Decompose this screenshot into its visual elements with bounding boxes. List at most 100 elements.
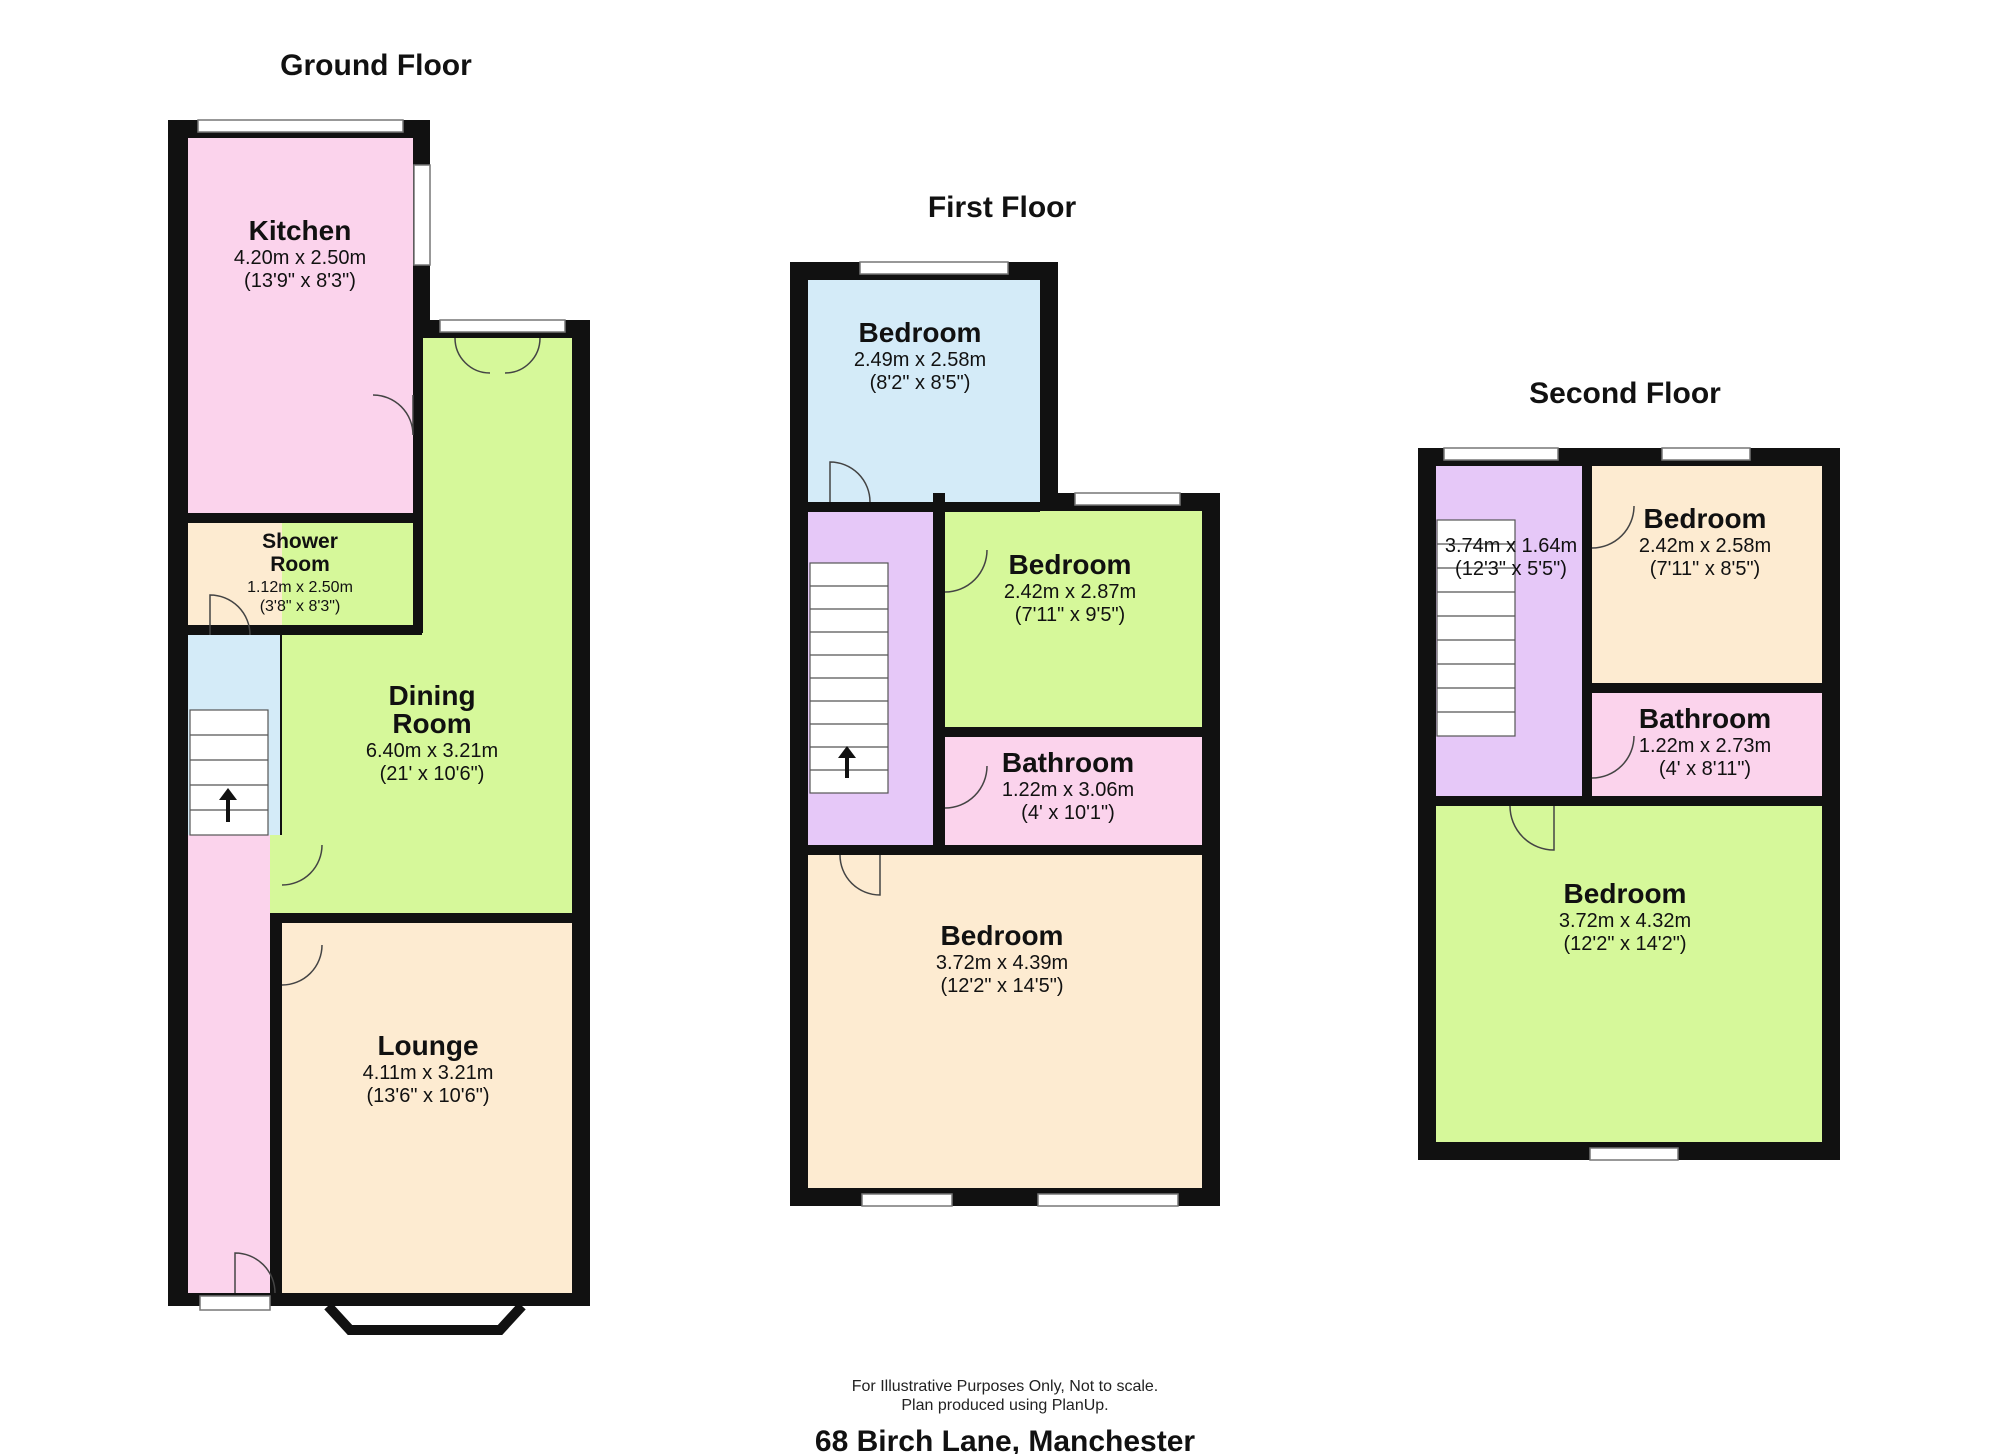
landing-east-wall bbox=[933, 493, 945, 845]
first-floor-title: First Floor bbox=[928, 191, 1077, 224]
kitchen-area bbox=[188, 138, 413, 513]
dining-room-imperial: (21' x 10'6") bbox=[380, 763, 485, 785]
kitchen-shower-wall bbox=[188, 513, 422, 523]
ground-floor: Ground Floor bbox=[168, 49, 590, 1335]
first-bathroom-label: Bathroom bbox=[1002, 747, 1134, 778]
footer-disclaimer-line2: Plan produced using PlanUp. bbox=[901, 1397, 1108, 1414]
bedroom-back-door-swing bbox=[829, 461, 871, 503]
kitchen-side-window bbox=[413, 164, 431, 266]
hallway-area bbox=[188, 835, 270, 1293]
second-bathroom-area bbox=[1592, 693, 1822, 796]
first-bedroom-front-imperial: (12'2" x 14'5") bbox=[940, 975, 1063, 997]
first-bedroom-front-metric: 3.72m x 4.39m bbox=[936, 952, 1068, 974]
lounge-imperial: (13'6" x 10'6") bbox=[366, 1085, 489, 1107]
first-bedroom-mid-imperial: (7'11" x 9'5") bbox=[1015, 604, 1125, 626]
first-bathroom-imperial: (4' x 10'1") bbox=[1021, 802, 1115, 824]
shower-hall-wall bbox=[188, 625, 422, 635]
second-bedroom-back-imperial: (7'11" x 8'5") bbox=[1650, 558, 1760, 580]
second-bedroom-bathroom-wall bbox=[1592, 683, 1822, 693]
front-door-swing bbox=[234, 1252, 276, 1294]
hall-lounge-wall bbox=[270, 923, 282, 1293]
second-landing-bedroom-wall bbox=[1436, 796, 1822, 806]
second-bedroom-back-window bbox=[1661, 447, 1751, 461]
first-bedroom-back-imperial: (8'2" x 8'5") bbox=[870, 372, 971, 394]
first-stairs bbox=[809, 562, 889, 794]
kitchen-door-swing bbox=[372, 394, 414, 436]
second-bedroom-back-door-swing bbox=[1591, 505, 1635, 549]
lounge-area bbox=[282, 923, 572, 1293]
shower-door-swing bbox=[209, 594, 251, 636]
second-bedroom-back-area bbox=[1592, 466, 1822, 683]
bedroom-front-area bbox=[808, 855, 1202, 1188]
second-landing-window bbox=[1443, 447, 1559, 461]
first-bedroom-mid-label: Bedroom bbox=[1009, 549, 1132, 580]
first-bathroom-door-swing bbox=[944, 765, 988, 809]
bedroom-front-window-right bbox=[1037, 1193, 1179, 1207]
first-bathroom-metric: 1.22m x 3.06m bbox=[1002, 779, 1134, 801]
lounge-door-swing bbox=[281, 944, 323, 986]
second-landing-east-wall bbox=[1582, 466, 1592, 806]
second-bathroom-metric: 1.22m x 2.73m bbox=[1639, 735, 1771, 757]
first-stairs-up-arrow-icon bbox=[838, 746, 856, 778]
landing-bedroom-front-wall bbox=[808, 845, 1202, 855]
front-door-frame bbox=[199, 1295, 271, 1311]
second-bedroom-front-window bbox=[1589, 1147, 1679, 1161]
kitchen-imperial: (13'9" x 8'3") bbox=[244, 270, 356, 292]
bedroom-front-door-swing bbox=[839, 854, 881, 896]
bedroom-back-south-wall bbox=[808, 502, 1040, 512]
second-bathroom-label: Bathroom bbox=[1639, 703, 1771, 734]
dining-french-doors bbox=[439, 319, 566, 333]
bedroom-mid-window bbox=[1074, 492, 1181, 506]
dining-extension-area bbox=[422, 338, 572, 513]
second-bedroom-front-door-swing bbox=[1509, 805, 1555, 851]
dining-room-label-line1: Dining bbox=[388, 680, 475, 711]
first-bedroom-mid-metric: 2.42m x 2.87m bbox=[1004, 581, 1136, 603]
second-floor: Second Floor 3.74m x 1.64m (12'3" x 5'5"… bbox=[1418, 377, 1840, 1161]
ground-floor-title: Ground Floor bbox=[280, 49, 472, 82]
lounge-label: Lounge bbox=[377, 1030, 478, 1061]
first-bedroom-back-label: Bedroom bbox=[859, 317, 982, 348]
second-landing-metric: 3.74m x 1.64m bbox=[1445, 535, 1577, 557]
lounge-hall-door-swing bbox=[281, 844, 323, 886]
bedroom-bathroom-wall bbox=[945, 727, 1202, 737]
kitchen-window bbox=[197, 119, 404, 133]
first-bathroom-area bbox=[945, 737, 1202, 845]
dining-room-metric: 6.40m x 3.21m bbox=[366, 740, 498, 762]
second-bathroom-imperial: (4' x 8'11") bbox=[1659, 758, 1751, 780]
second-landing-imperial: (12'3" x 5'5") bbox=[1455, 558, 1567, 580]
second-bedroom-back-metric: 2.42m x 2.58m bbox=[1639, 535, 1771, 557]
second-bedroom-back-label: Bedroom bbox=[1644, 503, 1767, 534]
second-bedroom-front-imperial: (12'2" x 14'2") bbox=[1563, 933, 1686, 955]
kitchen-label: Kitchen bbox=[249, 215, 352, 246]
dining-lounge-wall bbox=[270, 913, 572, 923]
second-stairs bbox=[1436, 519, 1516, 737]
first-floor: First Floor bbox=[790, 191, 1220, 1207]
lounge-bay-window bbox=[324, 1302, 526, 1335]
shower-room-label-line2: Room bbox=[270, 553, 330, 576]
bedroom-mid-door-swing bbox=[944, 549, 988, 593]
dining-french-door-swing bbox=[454, 337, 541, 374]
shower-room-label-line1: Shower bbox=[262, 530, 338, 553]
dining-room-alcove bbox=[270, 835, 282, 913]
bedroom-back-window bbox=[859, 261, 1009, 275]
footer-address: 68 Birch Lane, Manchester bbox=[815, 1425, 1195, 1454]
second-bedroom-front-area bbox=[1436, 806, 1822, 1142]
footer-disclaimer-line1: For Illustrative Purposes Only, Not to s… bbox=[852, 1378, 1158, 1395]
stairs-up-arrow-icon bbox=[219, 788, 237, 822]
second-bedroom-front-label: Bedroom bbox=[1564, 878, 1687, 909]
ground-stairs bbox=[189, 709, 269, 836]
bedroom-front-window-left bbox=[861, 1193, 953, 1207]
shower-room-metric: 1.12m x 2.50m bbox=[247, 579, 353, 596]
footer: For Illustrative Purposes Only, Not to s… bbox=[815, 1378, 1195, 1454]
dining-room-area bbox=[282, 513, 572, 913]
lounge-metric: 4.11m x 3.21m bbox=[363, 1062, 494, 1084]
second-bedroom-front-metric: 3.72m x 4.32m bbox=[1559, 910, 1691, 932]
bedroom-mid-area bbox=[945, 511, 1202, 727]
shower-room-imperial: (3'8" x 8'3") bbox=[260, 598, 341, 615]
dining-room-label-line2: Room bbox=[392, 708, 471, 739]
kitchen-metric: 4.20m x 2.50m bbox=[234, 247, 366, 269]
second-bathroom-door-swing bbox=[1591, 735, 1635, 779]
first-bedroom-front-label: Bedroom bbox=[941, 920, 1064, 951]
second-floor-title: Second Floor bbox=[1529, 377, 1721, 410]
